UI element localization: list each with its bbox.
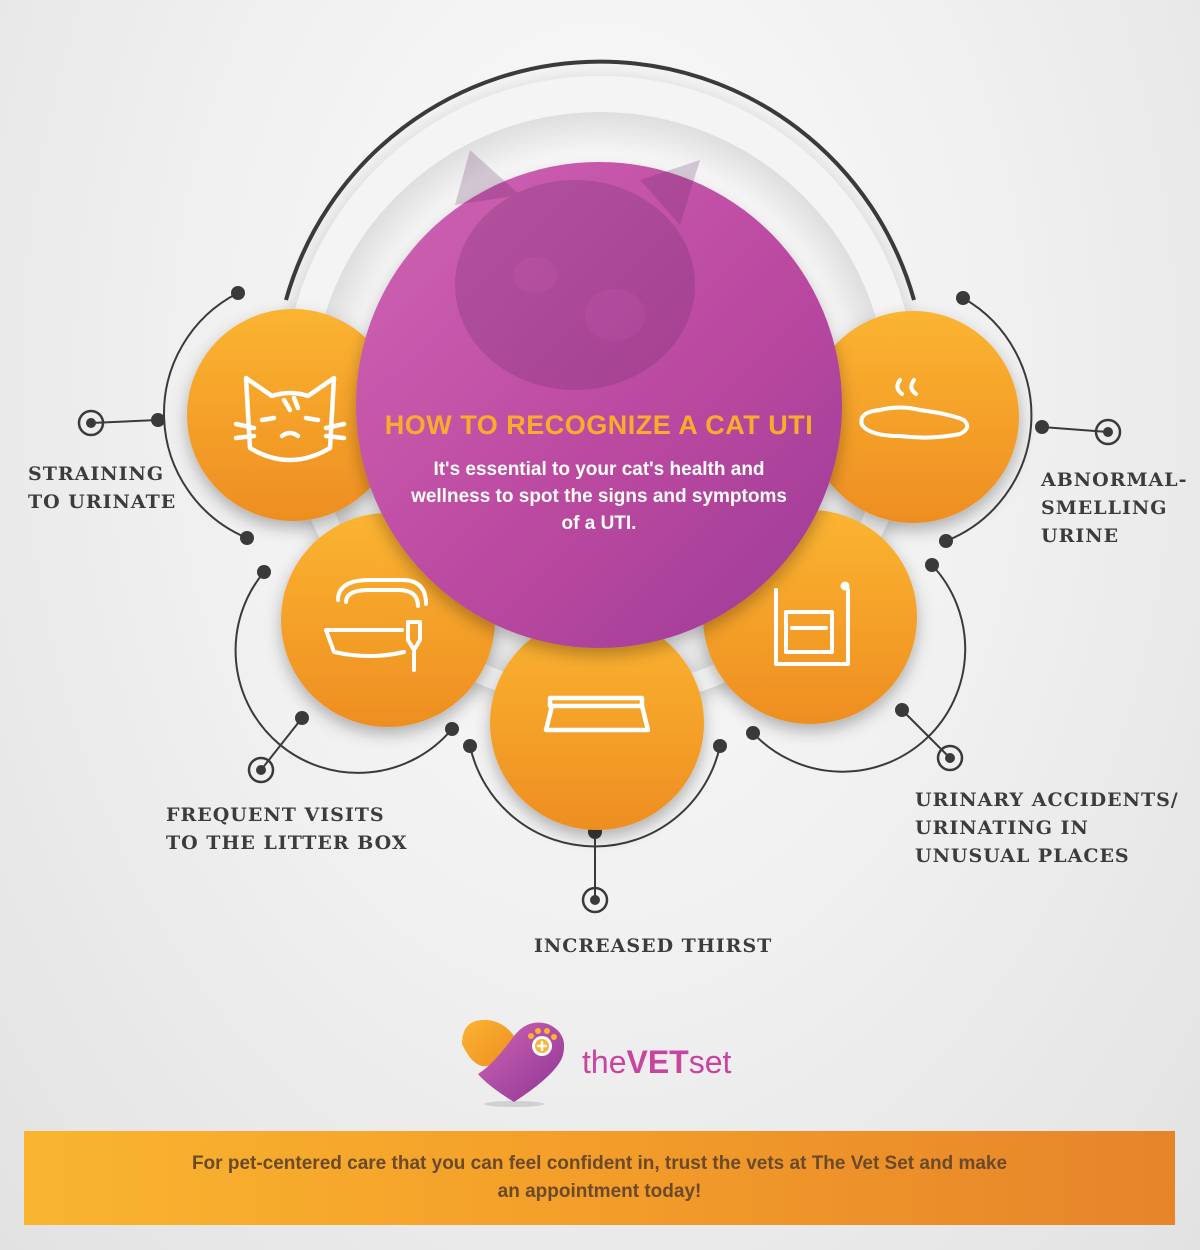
logo-text-emphasis: VET (626, 1044, 689, 1080)
target-markers (77, 409, 1122, 914)
cat-face-icon (233, 375, 347, 463)
cta-banner[interactable]: For pet-centered care that you can feel … (24, 1131, 1175, 1225)
connector-lines (90, 292, 1109, 900)
logo-text-prefix: the (582, 1044, 627, 1080)
center-description: It's essential to your cat's health and … (411, 459, 787, 534)
logo-wordmark: theVETset (582, 1044, 731, 1081)
symptom-circle-smell (807, 311, 1019, 523)
label-thirst: INCREASED THIRST (534, 935, 773, 957)
pet-door-icon (774, 581, 850, 666)
cta-banner-text: For pet-centered care that you can feel … (191, 1153, 1008, 1202)
center-heading: HOW TO RECOGNIZE A CAT UTI (384, 410, 814, 440)
label-smell: ABNORMAL- SMELLING URINE (1041, 469, 1188, 547)
symptom-circle-straining (187, 309, 399, 521)
litter-box-icon (324, 578, 428, 672)
label-litter-visits: FREQUENT VISITS TO THE LITTER BOX (166, 804, 408, 854)
center-circle (356, 150, 842, 648)
symptom-circle-thirst (490, 616, 704, 830)
vetset-logo[interactable]: theVETset (458, 1016, 748, 1108)
heart-paw-logo-icon (462, 1019, 565, 1107)
cat-photo-silhouette (455, 150, 700, 390)
puddle-icon (859, 378, 970, 440)
logo-text-suffix: set (688, 1044, 732, 1080)
label-straining: STRAINING TO URINATE (28, 463, 177, 513)
connector-dots (151, 286, 1049, 839)
water-bowl-icon (543, 695, 651, 733)
label-accidents: URINARY ACCIDENTS/ URINATING IN UNUSUAL … (915, 789, 1179, 867)
